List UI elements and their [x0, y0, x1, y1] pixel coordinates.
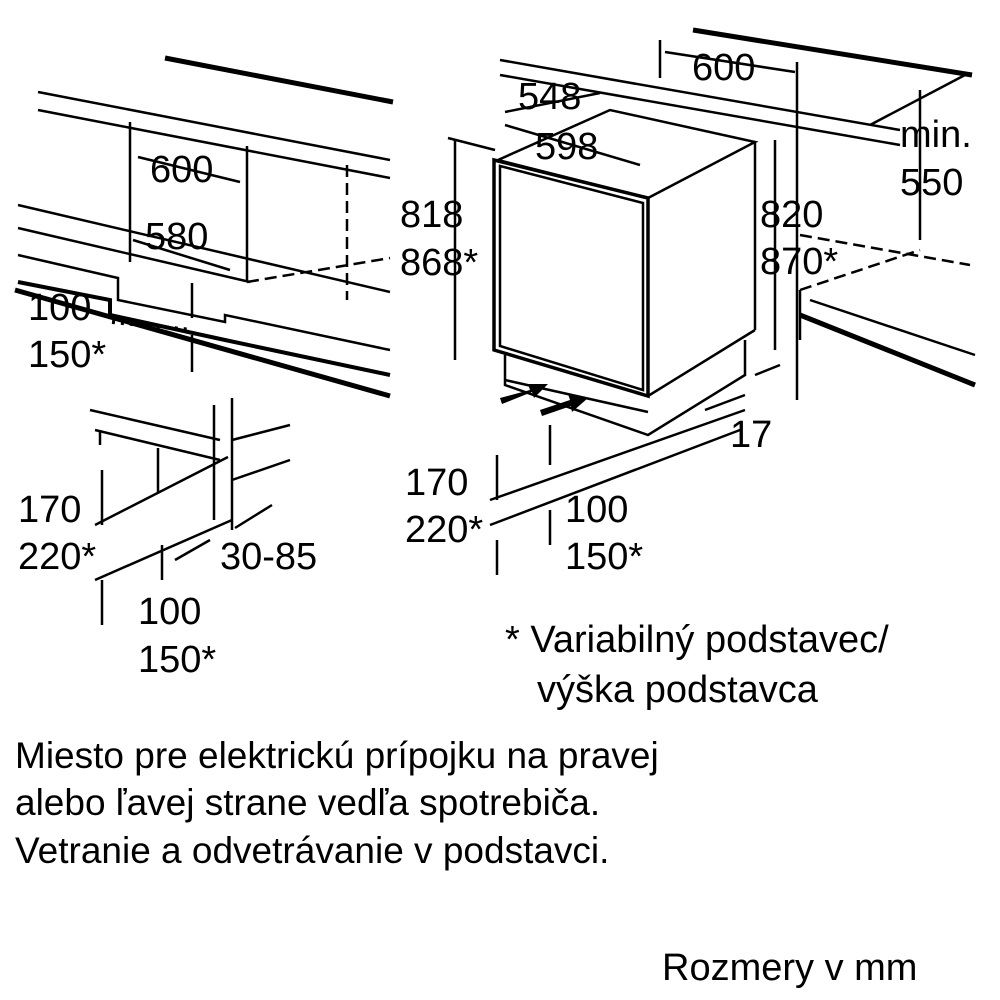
dim-height-818: 818	[400, 194, 464, 236]
units-label: Rozmery v mm	[662, 947, 918, 989]
dim-niche-820: 820	[760, 194, 824, 236]
dim-height-220: 220*	[18, 536, 97, 578]
dim-plinth-170: 170	[405, 462, 469, 504]
dim-plinth-220: 220*	[405, 509, 484, 551]
note-line-1: * Variabilný podstavec/	[505, 619, 889, 661]
left-bottom-detail	[89, 398, 291, 625]
dim-niche-width-600: 600	[150, 149, 214, 191]
dim-plinth-150: 150*	[565, 536, 644, 578]
dim-width-580: 580	[145, 216, 209, 258]
dim-plinth-100: 100	[28, 287, 92, 329]
dim-height-150: 150*	[138, 639, 217, 681]
airflow-arrows	[500, 384, 588, 416]
dim-plinth-100: 100	[565, 489, 629, 531]
dim-depth-30-85: 30-85	[220, 536, 318, 578]
dim-gap-17: 17	[730, 414, 773, 456]
dim-depth-548: 548	[518, 76, 582, 118]
dim-min-label: min.	[900, 114, 972, 156]
dim-min-550: 550	[900, 162, 964, 204]
dim-niche-600: 600	[692, 47, 756, 89]
dim-height-100: 100	[138, 591, 202, 633]
note-line-2: výška podstavca	[537, 669, 818, 711]
dim-height-868: 868*	[400, 242, 479, 284]
dim-width-598: 598	[535, 126, 599, 168]
dim-plinth-150: 150*	[28, 334, 107, 376]
info-line-2: alebo ľavej strane vedľa spotrebiča.	[15, 782, 601, 823]
appliance-outline	[447, 27, 976, 575]
info-line-1: Miesto pre elektrickú prípojku na pravej	[15, 735, 659, 776]
left-top-niche	[14, 55, 394, 399]
dim-niche-870: 870*	[760, 241, 839, 283]
dim-height-170: 170	[18, 489, 82, 531]
info-line-3: Vetranie a odvetrávanie v podstavci.	[15, 830, 610, 871]
